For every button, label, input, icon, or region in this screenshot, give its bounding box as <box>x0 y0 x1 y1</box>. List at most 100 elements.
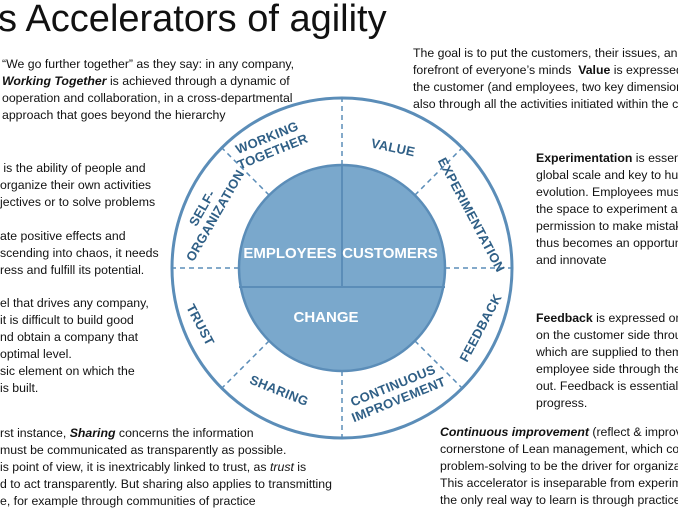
text-line: also through all the activities initiate… <box>413 96 678 113</box>
core-label-employees: EMPLOYEES <box>243 245 336 262</box>
body-text: must be communicated as transparently as… <box>0 443 287 457</box>
body-text: ate positive effects and <box>0 229 126 243</box>
text-line: the only real way to learn is through pr… <box>440 492 678 509</box>
ring-divider <box>221 340 270 389</box>
text-line: ate positive effects and <box>0 228 159 245</box>
text-line: it is difficult to build good <box>0 312 149 329</box>
feedback-text: Feedback is expressed on r on the custome… <box>536 310 678 412</box>
body-text: optimal level. <box>0 347 72 361</box>
body-text: The goal is to put the customers, their … <box>413 46 678 60</box>
ring-divider <box>414 340 463 389</box>
body-text: it is difficult to build good <box>0 313 134 327</box>
body-text: global scale and key to hum <box>536 168 678 182</box>
text-line: permission to make mistake <box>536 218 678 235</box>
text-line: the customer (and employees, two key dim… <box>413 79 678 96</box>
body-text: cornerstone of Lean management, which co… <box>440 442 678 456</box>
body-text: organize their own activities <box>0 178 152 192</box>
body-text: on the customer side throug <box>536 328 678 342</box>
body-text: e, for example through communities of pr… <box>0 494 256 508</box>
text-line: Continuous improvement (reflect & improv… <box>440 424 678 441</box>
ring-divider <box>414 147 463 196</box>
sharing-text: rst instance, Sharing concerns the infor… <box>0 425 332 510</box>
text-line: is point of view, it is inextricably lin… <box>0 459 332 476</box>
text-line: out. Feedback is essential fo <box>536 378 678 395</box>
body-text: sic element on which the <box>0 364 135 378</box>
ring-dividers <box>172 98 512 438</box>
text-line: sic element on which the <box>0 363 149 380</box>
body-text: is <box>293 460 307 474</box>
text-line: organize their own activities <box>0 177 159 194</box>
body-text: approach that goes beyond the hierarchy <box>2 108 226 122</box>
body-text: the customer (and employees, two key dim… <box>413 80 678 94</box>
body-text: “We go further together” as they say: in… <box>2 57 295 71</box>
body-text: is built. <box>0 381 39 395</box>
text-line: employee side through the <box>536 361 678 378</box>
text-line: is built. <box>0 380 149 397</box>
emphasis-text: Feedback <box>536 311 593 325</box>
text-line: thus becomes an opportuni <box>536 235 678 252</box>
text-line: d to act transparently. But sharing also… <box>0 476 332 493</box>
emphasis-text: Experimentation <box>536 151 633 165</box>
emphasis-text: Continuous improvement <box>440 425 589 439</box>
text-line: cornerstone of Lean management, which co… <box>440 441 678 458</box>
body-text: out. Feedback is essential fo <box>536 379 678 393</box>
body-text: the space to experiment an <box>536 202 678 216</box>
emphasis-text: Value <box>578 63 611 77</box>
text-line: which are supplied to them, <box>536 344 678 361</box>
body-text: rst instance, <box>0 426 70 440</box>
emphasis-text: Working Together <box>2 74 107 88</box>
body-text: thus becomes an opportuni <box>536 236 678 250</box>
text-line: global scale and key to hum <box>536 167 678 184</box>
body-text: evolution. Employees must <box>536 185 678 199</box>
text-line: ress and fulfill its potential. <box>0 262 159 279</box>
body-text: concerns the information <box>115 426 254 440</box>
text-line: nd obtain a company that <box>0 329 149 346</box>
body-text: which are supplied to them, <box>536 345 678 359</box>
core-label-customers: CUSTOMERS <box>342 245 438 262</box>
trust-text: el that drives any company,it is difficu… <box>0 295 149 397</box>
text-line: e, for example through communities of pr… <box>0 493 332 510</box>
body-text: is expressed on r <box>596 311 678 325</box>
body-text: is expressed r <box>613 63 678 77</box>
body-text: forefront of everyone’s minds <box>413 63 579 77</box>
ring-divider <box>221 147 270 196</box>
text-line: and innovate <box>536 252 678 269</box>
text-line: approach that goes beyond the hierarchy <box>2 107 294 124</box>
body-text: is achieved through a dynamic of <box>106 74 290 88</box>
text-line: optimal level. <box>0 346 149 363</box>
body-text: the only real way to learn is through pr… <box>440 493 678 507</box>
text-line: scending into chaos, it needs <box>0 245 159 262</box>
body-text: ress and fulfill its potential. <box>0 263 145 277</box>
emphasis-text: trust <box>269 460 294 474</box>
body-text: and innovate <box>536 253 607 267</box>
page-title: s Accelerators of agility <box>0 0 387 40</box>
body-text: is the ability of people and <box>0 161 146 175</box>
body-text: ooperation and collaboration, in a cross… <box>2 91 293 105</box>
body-text: nd obtain a company that <box>0 330 139 344</box>
text-line: Working Together is achieved through a d… <box>2 73 294 90</box>
text-line: The goal is to put the customers, their … <box>413 45 678 62</box>
text-line: must be communicated as transparently as… <box>0 442 332 459</box>
body-text: scending into chaos, it needs <box>0 246 159 260</box>
body-text: d to act transparently. But sharing also… <box>0 477 332 491</box>
text-line: Experimentation is essent <box>536 150 678 167</box>
body-text: is essent <box>635 151 678 165</box>
working-together-text: “We go further together” as they say: in… <box>2 56 294 124</box>
body-text: also through all the activities initiate… <box>413 97 678 111</box>
text-line: “We go further together” as they say: in… <box>2 56 294 73</box>
body-text: problem-solving to be the driver for org… <box>440 459 678 473</box>
text-line: jectives or to solve problems <box>0 194 159 211</box>
text-line: problem-solving to be the driver for org… <box>440 458 678 475</box>
body-text: employee side through the <box>536 362 678 376</box>
emphasis-text: Sharing <box>69 426 116 440</box>
text-line: evolution. Employees must <box>536 184 678 201</box>
experimentation-text: Experimentation is essentglobal scale an… <box>536 150 678 269</box>
value-text: The goal is to put the customers, their … <box>413 45 678 113</box>
text-line: on the customer side throug <box>536 327 678 344</box>
text-line: This accelerator is inseparable from exp… <box>440 475 678 492</box>
text-line: ooperation and collaboration, in a cross… <box>2 90 294 107</box>
body-text: is point of view, it is inextricably lin… <box>0 460 270 474</box>
text-line: progress. <box>536 395 678 412</box>
self-organization-text: is the ability of people and organize the… <box>0 160 159 279</box>
